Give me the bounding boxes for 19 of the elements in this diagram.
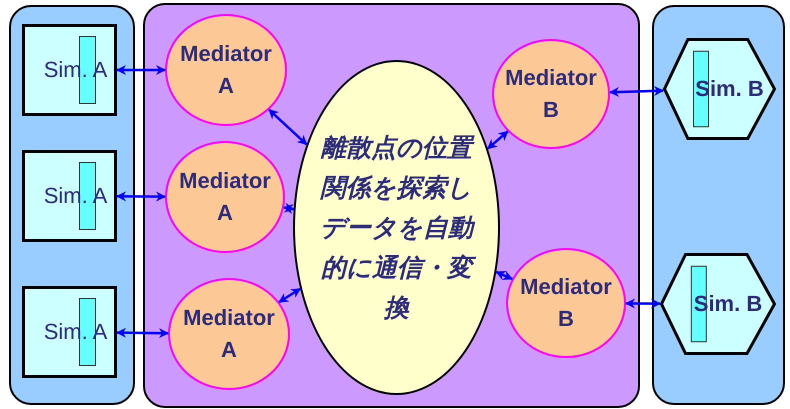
- mediator-label: Mediator B: [519, 273, 613, 333]
- double-arrow: [116, 65, 166, 75]
- double-arrow: [625, 298, 661, 309]
- mediator-label: Mediator A: [182, 304, 276, 364]
- panel-background: [143, 3, 640, 408]
- panel-background: [652, 5, 785, 405]
- double-arrow: [116, 328, 169, 338]
- mediator-label: Mediator B: [504, 64, 598, 124]
- double-arrow: [278, 288, 301, 304]
- process-description: 離散点の位置関係を探索しデータを自動的に通信・変換: [316, 128, 476, 328]
- double-arrow: [116, 191, 166, 202]
- panel-background: [9, 5, 135, 405]
- double-arrow: [608, 86, 664, 97]
- double-arrow: [495, 270, 513, 280]
- double-arrow: [282, 202, 295, 214]
- double-arrow: [486, 130, 509, 150]
- double-arrow: [268, 108, 308, 146]
- mediator-label: Mediator A: [178, 167, 272, 227]
- mediator-label: Mediator A: [179, 40, 273, 100]
